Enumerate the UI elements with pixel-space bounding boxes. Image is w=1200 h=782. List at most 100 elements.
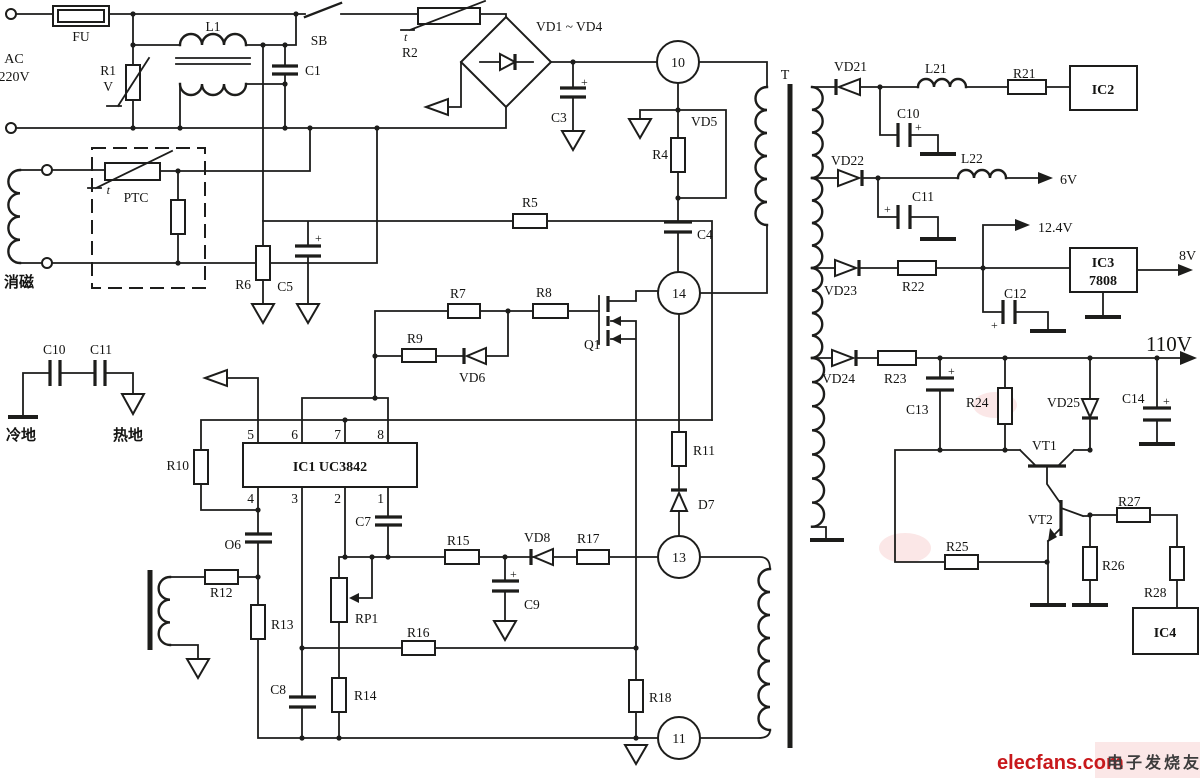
capacitor-c6 [245, 532, 272, 544]
wiring-emi-caps [120, 393, 146, 417]
resistor-r16 [401, 640, 436, 656]
label-ic3-7808: 7808 [1089, 274, 1117, 289]
label-r1-v: V [103, 79, 113, 94]
resistor-r10 [193, 449, 209, 485]
inductor-l21 [916, 77, 968, 89]
wiring-secondary [1178, 264, 1193, 276]
resistor-r23 [877, 350, 917, 366]
choke-l1 [175, 57, 251, 65]
capacitor-c8 [289, 695, 316, 709]
junction-dots [255, 574, 261, 580]
resistor-r8 [532, 303, 569, 319]
label-r17: R17 [577, 531, 600, 546]
label-l1: L1 [206, 19, 221, 34]
thermistor-ptc [87, 149, 174, 190]
label-r28: R28 [1144, 585, 1167, 600]
label-vd8: VD8 [524, 530, 550, 545]
transformer-t [810, 176, 824, 270]
capacitor-c7 [375, 515, 402, 527]
junction-dots [336, 735, 342, 741]
label-r22: R22 [902, 279, 925, 294]
wiring-vcc-bus [250, 303, 276, 325]
switch-sb [303, 1, 343, 19]
label-c10-right: C10 [897, 106, 920, 121]
junction-dots [633, 735, 639, 741]
choke-l1 [178, 32, 248, 47]
resistor-r6 [255, 245, 271, 281]
label-pin7: 7 [334, 427, 341, 442]
capacitor-c9 [492, 579, 519, 593]
label-cold-ground: 冷地 [6, 426, 36, 444]
junction-dots [282, 125, 288, 131]
junction-dots [372, 353, 378, 359]
zener-vd25 [1080, 398, 1100, 420]
label-pin5: 5 [247, 427, 254, 442]
junction-dots [1002, 355, 1008, 361]
label-vd21: VD21 [834, 59, 867, 74]
diode-vd21 [834, 77, 861, 97]
resistor-r13 [250, 604, 266, 640]
thermistor-r2 [400, 0, 487, 32]
resistor-r25 [944, 554, 979, 570]
label-c13: C13 [906, 402, 929, 417]
resistor-r28 [1169, 546, 1185, 581]
wiring-ac-input [15, 13, 768, 294]
thermistor-ptc [170, 199, 186, 235]
thermistor-r2 [400, 0, 487, 32]
resistor-r5 [512, 213, 548, 229]
label-r16: R16 [407, 625, 430, 640]
diode-d7 [669, 490, 689, 512]
junction-dots [675, 107, 681, 113]
label-pin2: 2 [334, 491, 341, 506]
diode-vd24 [831, 348, 858, 368]
junction-dots [175, 260, 181, 266]
resistor-r24 [997, 387, 1013, 425]
label-vd6: VD6 [459, 370, 485, 385]
capacitor-c13 [926, 376, 954, 392]
junction-dots [385, 554, 391, 560]
diode-vd6 [464, 346, 487, 366]
resistor-r21 [1007, 79, 1047, 95]
label-c3: C3 [551, 110, 567, 125]
label-t: T [781, 68, 790, 83]
resistor-r17 [576, 549, 610, 565]
watermark-site: elecfans.com [997, 752, 1124, 774]
label-c10-left: C10 [43, 342, 66, 357]
junction-dots [374, 125, 380, 131]
label-sb: SB [311, 33, 328, 48]
resistor-r22 [897, 260, 937, 276]
transformer-t [699, 526, 827, 739]
junction-dots [255, 507, 261, 513]
ic2-box [1069, 65, 1138, 111]
label-r6: R6 [235, 277, 251, 292]
label-pin3: 3 [291, 491, 298, 506]
diode-vd22 [837, 168, 862, 188]
label-ic4: IC4 [1154, 626, 1177, 641]
transformer-t [810, 85, 824, 180]
varistor-r1 [106, 56, 151, 108]
capacitor-c14 [1143, 406, 1171, 422]
junction-dots [342, 554, 348, 560]
wiring-emi-caps [8, 360, 146, 419]
thermistor-ptc [87, 149, 186, 235]
label-pin4: 4 [247, 491, 254, 506]
junction-dots [633, 645, 639, 651]
label-c4: C4 [697, 227, 713, 242]
resistor-r4 [670, 137, 686, 173]
aux-winding [147, 570, 172, 650]
thermistor-ptc [104, 162, 161, 181]
junction-dots [570, 59, 576, 65]
label-degauss: 消磁 [4, 273, 34, 291]
choke-l1 [175, 32, 251, 97]
bridge-rectifier-vd1-vd4 [499, 52, 518, 72]
junction-dots [937, 355, 943, 361]
junction-dots [130, 11, 136, 17]
label-pin8: 8 [377, 427, 384, 442]
transformer-t [810, 266, 824, 360]
label-pin1: 1 [377, 491, 384, 506]
resistor-r18 [628, 679, 644, 713]
label-vd23: VD23 [824, 283, 857, 298]
polarity-plus-icons: + + + + + + + + [315, 75, 1170, 581]
